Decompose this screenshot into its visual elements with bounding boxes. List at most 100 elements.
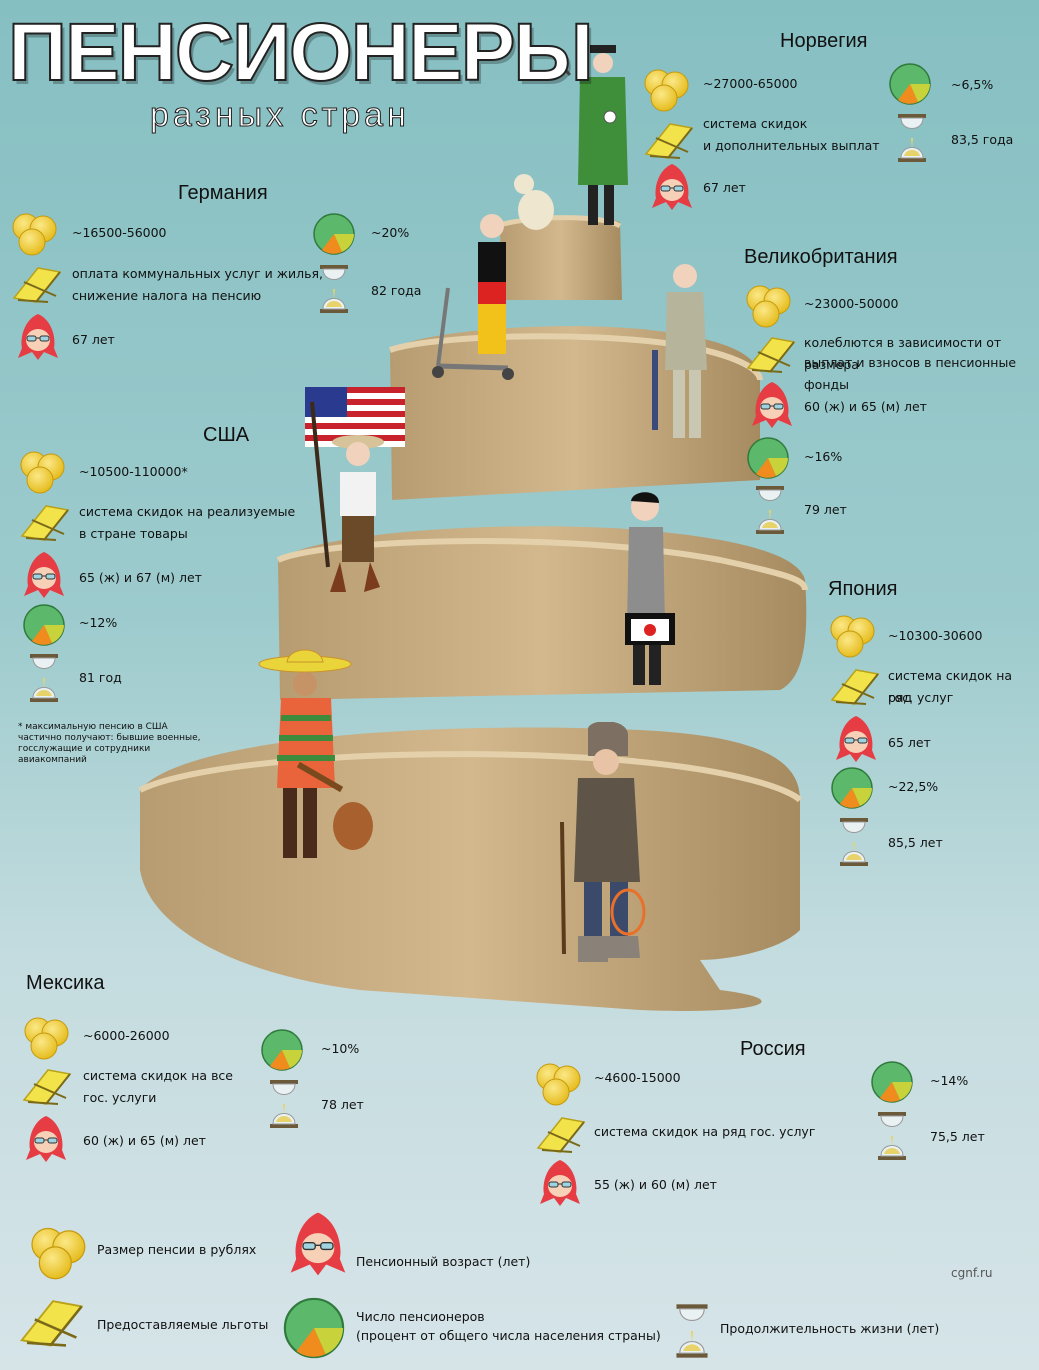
deckchair-icon bbox=[742, 332, 802, 376]
usa-pension: ~10500-110000* bbox=[79, 464, 188, 479]
pie-icon bbox=[870, 1060, 914, 1104]
russia-pension: ~4600-15000 bbox=[594, 1070, 681, 1085]
japan-pensioner-figure bbox=[625, 492, 675, 685]
norway-benefits-line1: система скидок bbox=[703, 116, 808, 131]
legend-coins-icon bbox=[28, 1226, 90, 1280]
usa-footnote-line2: частично получают: бывшие военные, bbox=[18, 733, 201, 743]
usa-footnote-line3: госслужащие и сотрудники bbox=[18, 744, 151, 754]
coins-icon bbox=[18, 450, 68, 494]
germany-pensioner-figure bbox=[432, 214, 514, 380]
pie-icon bbox=[830, 766, 874, 810]
page-subtitle: разных стран bbox=[150, 96, 410, 135]
legend-hourglass-icon bbox=[672, 1302, 712, 1360]
mexico-pensioner-figure bbox=[258, 649, 373, 858]
country-name-norway: Норвегия bbox=[780, 30, 868, 52]
norway-share: ~6,5% bbox=[951, 77, 994, 92]
deckchair-icon bbox=[18, 1064, 78, 1108]
legend-age-label: Пенсионный возраст (лет) bbox=[356, 1254, 531, 1269]
germany-benefits-line1: оплата коммунальных услуг и жилья, bbox=[72, 266, 323, 281]
usa-share: ~12% bbox=[79, 615, 118, 630]
mexico-life-expectancy: 78 лет bbox=[321, 1097, 364, 1112]
germany-share: ~20% bbox=[371, 225, 410, 240]
germany-retirement-age: 67 лет bbox=[72, 332, 115, 347]
norway-dog-figure bbox=[514, 174, 554, 230]
pie-icon bbox=[312, 212, 356, 256]
country-name-usa: США bbox=[203, 424, 250, 446]
deckchair-icon bbox=[8, 262, 68, 306]
russia-pensioner-figure bbox=[560, 722, 646, 962]
norway-retirement-age: 67 лет bbox=[703, 180, 746, 195]
granny-icon bbox=[834, 714, 878, 764]
legend-benefits-label: Предоставляемые льготы bbox=[97, 1317, 269, 1332]
pie-icon bbox=[22, 603, 66, 647]
russia-benefits: система скидок на ряд гос. услуг bbox=[594, 1124, 816, 1139]
japan-benefits-line2: гос. услуг bbox=[888, 690, 954, 705]
legend-life-label: Продолжительность жизни (лет) bbox=[720, 1321, 940, 1336]
coins-icon bbox=[744, 284, 794, 328]
coins-icon bbox=[828, 614, 878, 658]
granny-icon bbox=[16, 312, 60, 362]
coins-icon bbox=[22, 1016, 72, 1060]
hourglass-icon bbox=[894, 112, 930, 164]
pie-icon bbox=[260, 1028, 304, 1072]
deckchair-icon bbox=[16, 500, 76, 544]
usa-footnote-line1: * максимальную пенсию в США bbox=[18, 722, 168, 732]
hourglass-icon bbox=[266, 1078, 302, 1130]
hourglass-icon bbox=[752, 484, 788, 536]
granny-icon bbox=[750, 380, 794, 430]
russia-retirement-age: 55 (ж) и 60 (м) лет bbox=[594, 1177, 717, 1192]
uk-share: ~16% bbox=[804, 449, 843, 464]
mexico-benefits-line2: гос. услуги bbox=[83, 1090, 157, 1105]
uk-pensioner-figure bbox=[652, 264, 707, 438]
granny-icon bbox=[24, 1114, 68, 1164]
uk-benefits-line1: колеблются в зависимости от размера bbox=[804, 335, 1002, 372]
germany-pension: ~16500-56000 bbox=[72, 225, 167, 240]
deckchair-icon bbox=[826, 664, 886, 708]
hourglass-icon bbox=[26, 652, 62, 704]
hourglass-icon bbox=[836, 816, 872, 868]
granny-icon bbox=[538, 1158, 582, 1208]
legend-pie-icon bbox=[282, 1296, 346, 1360]
mexico-share: ~10% bbox=[321, 1041, 360, 1056]
watermark: cgnf.ru bbox=[951, 1266, 993, 1280]
coins-icon bbox=[642, 68, 692, 112]
coins-icon bbox=[10, 212, 60, 256]
deckchair-icon bbox=[532, 1112, 592, 1156]
norway-benefits-line2: и дополнительных выплат bbox=[703, 138, 880, 153]
pie-icon bbox=[888, 62, 932, 106]
usa-footnote: * максимальную пенсию в США частично пол… bbox=[18, 722, 201, 766]
hourglass-icon bbox=[874, 1110, 910, 1162]
japan-retirement-age: 65 лет bbox=[888, 735, 931, 750]
mexico-benefits-line1: система скидок на все bbox=[83, 1068, 233, 1083]
uk-life-expectancy: 79 лет bbox=[804, 502, 847, 517]
usa-retirement-age: 65 (ж) и 67 (м) лет bbox=[79, 570, 202, 585]
russia-share: ~14% bbox=[930, 1073, 969, 1088]
germany-benefits-line2: снижение налога на пенсию bbox=[72, 288, 262, 303]
usa-footnote-line4: авиакомпаний bbox=[18, 755, 87, 765]
country-name-japan: Япония bbox=[828, 578, 898, 600]
norway-pensioner-figure bbox=[544, 45, 628, 225]
norway-life-expectancy: 83,5 года bbox=[951, 132, 1014, 147]
uk-retirement-age: 60 (ж) и 65 (м) лет bbox=[804, 399, 927, 414]
germany-life-expectancy: 82 года bbox=[371, 283, 422, 298]
uk-benefits-line2: выплат и взносов в пенсионные фонды bbox=[804, 355, 1017, 392]
japan-life-expectancy: 85,5 лет bbox=[888, 835, 943, 850]
coins-icon bbox=[534, 1062, 584, 1106]
norway-pension: ~27000-65000 bbox=[703, 76, 798, 91]
country-name-mexico: Мексика bbox=[26, 972, 105, 994]
granny-icon bbox=[650, 162, 694, 212]
legend-granny-icon bbox=[288, 1208, 348, 1280]
page-title: ПЕНСИОНЕРЫ bbox=[7, 7, 595, 98]
pie-icon bbox=[746, 436, 790, 480]
legend-share-label-line2: (процент от общего числа населения стран… bbox=[356, 1328, 661, 1343]
japan-benefits-line1: система скидок на ряд bbox=[888, 668, 1013, 705]
legend-pension-label: Размер пенсии в рублях bbox=[97, 1242, 257, 1257]
legend-share-label-line1: Число пенсионеров bbox=[356, 1309, 485, 1324]
granny-icon bbox=[22, 550, 66, 600]
legend-deckchair-icon bbox=[14, 1292, 92, 1352]
mexico-retirement-age: 60 (ж) и 65 (м) лет bbox=[83, 1133, 206, 1148]
usa-life-expectancy: 81 год bbox=[79, 670, 122, 685]
hourglass-icon bbox=[316, 263, 352, 315]
russia-life-expectancy: 75,5 лет bbox=[930, 1129, 985, 1144]
mexico-pension: ~6000-26000 bbox=[83, 1028, 170, 1043]
